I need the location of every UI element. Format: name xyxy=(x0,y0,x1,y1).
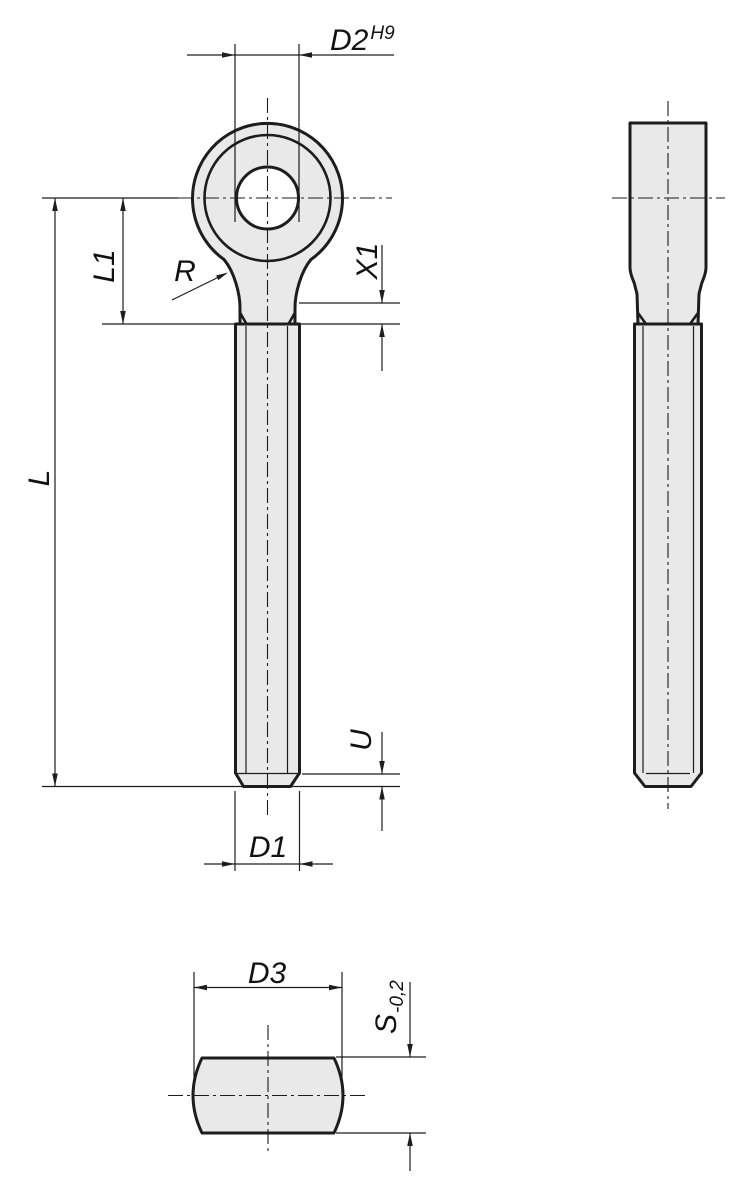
dimension-d1: D1 xyxy=(204,791,333,871)
dimension-x1: X1 xyxy=(299,243,400,371)
dimension-label-d1: D1 xyxy=(249,831,287,864)
x1-arrow-top xyxy=(379,290,385,303)
front-view xyxy=(178,98,392,815)
dimension-tolerance-s: -0,2 xyxy=(387,980,408,1013)
dimension-r: R xyxy=(171,255,228,301)
d1-arrow-left xyxy=(222,861,235,867)
d3-arrow-left xyxy=(194,984,207,991)
dimension-label-u: U xyxy=(345,729,378,751)
l1-arrow-top xyxy=(120,198,126,211)
dimension-l: L xyxy=(23,197,400,788)
d1-arrow-right xyxy=(299,861,313,867)
dimension-u: U xyxy=(302,729,400,831)
l-arrow-bottom xyxy=(52,773,58,787)
s-arrow-bottom xyxy=(407,1133,413,1146)
dimension-l1: L1 xyxy=(88,198,236,325)
dimension-tolerance-h9: H9 xyxy=(370,23,395,44)
thread-chamfer-right xyxy=(287,311,297,326)
u-arrow-top xyxy=(379,761,385,774)
dimension-label-l: L xyxy=(23,470,56,487)
dimension-label-s: S-0,2 xyxy=(370,980,408,1034)
x1-arrow-bottom xyxy=(379,324,385,337)
u-arrow-bottom xyxy=(379,786,385,800)
side-thread-chamfer-right xyxy=(688,311,700,326)
s-arrow-top xyxy=(407,1044,413,1057)
dimension-d3: D3 xyxy=(193,957,343,1092)
l-arrow-top xyxy=(52,198,58,211)
r-leader-arrow xyxy=(216,272,228,281)
l1-arrow-bottom xyxy=(120,311,126,324)
dimension-label-l1: L1 xyxy=(88,249,121,282)
dimension-label-d3: D3 xyxy=(248,957,287,990)
bottom-view xyxy=(168,1025,365,1152)
r-leader-line xyxy=(171,272,227,301)
side-view xyxy=(612,101,725,809)
d3-arrow-right xyxy=(329,984,342,991)
dimension-label-r: R xyxy=(174,255,196,288)
dimension-s: S-0,2 xyxy=(336,980,426,1171)
side-thread-chamfer-left xyxy=(636,311,648,326)
thread-chamfer-left xyxy=(238,311,248,326)
dimension-label-x1: X1 xyxy=(351,243,384,281)
d2-arrow-right xyxy=(299,52,312,58)
d2-arrow-left xyxy=(222,52,235,58)
